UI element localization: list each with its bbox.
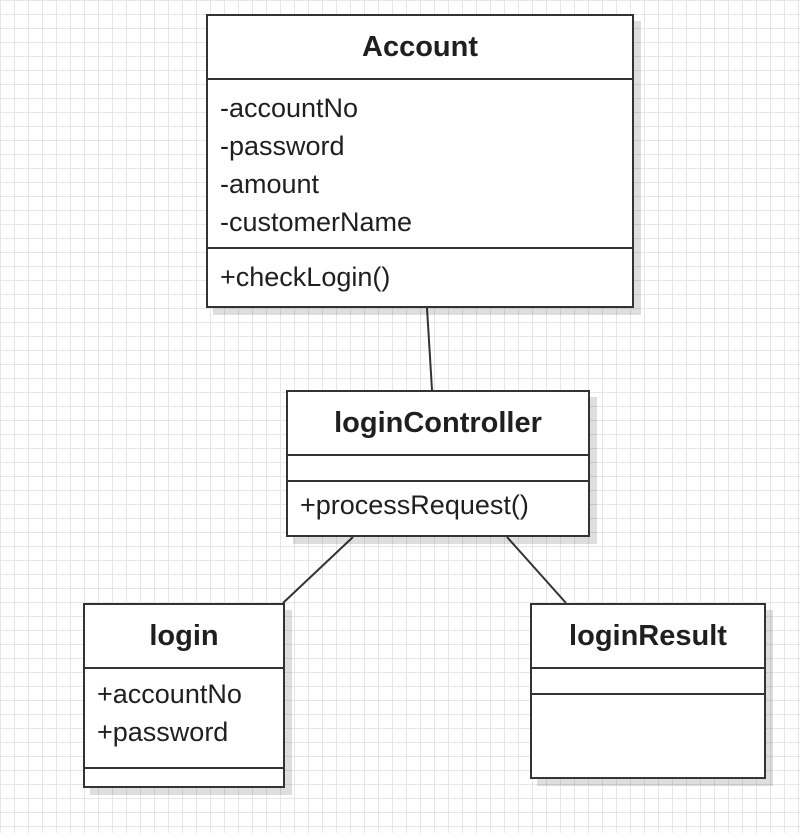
attribute: -customerName [220,207,413,237]
association-logincontroller-loginresult [506,536,567,604]
operation-compartment: +checkLogin() [208,249,632,306]
class-name: Account [208,16,632,80]
attribute-compartment [532,669,764,695]
operation-compartment [85,769,283,786]
attribute: +password [97,717,229,747]
operation: +checkLogin() [220,262,391,292]
class-name: login [85,605,283,669]
attribute: +accountNo [97,679,242,709]
attribute-compartment: +accountNo +password [85,669,283,769]
class-loginresult[interactable]: loginResult [530,603,766,779]
attribute: -amount [220,169,320,199]
association-logincontroller-login [282,536,354,604]
class-name: loginResult [532,605,764,669]
class-login[interactable]: login +accountNo +password [83,603,285,788]
attribute: -accountNo [220,93,359,123]
class-account[interactable]: Account -accountNo -password -amount -cu… [206,14,634,308]
operation: +processRequest() [300,490,529,520]
attribute-compartment: -accountNo -password -amount -customerNa… [208,80,632,249]
class-logincontroller[interactable]: loginController +processRequest() [286,390,590,537]
class-name: loginController [288,392,588,456]
operation-compartment [532,695,764,777]
association-account-logincontroller [426,307,433,391]
attribute: -password [220,131,345,161]
attribute-compartment [288,456,588,482]
operation-compartment: +processRequest() [288,482,588,535]
